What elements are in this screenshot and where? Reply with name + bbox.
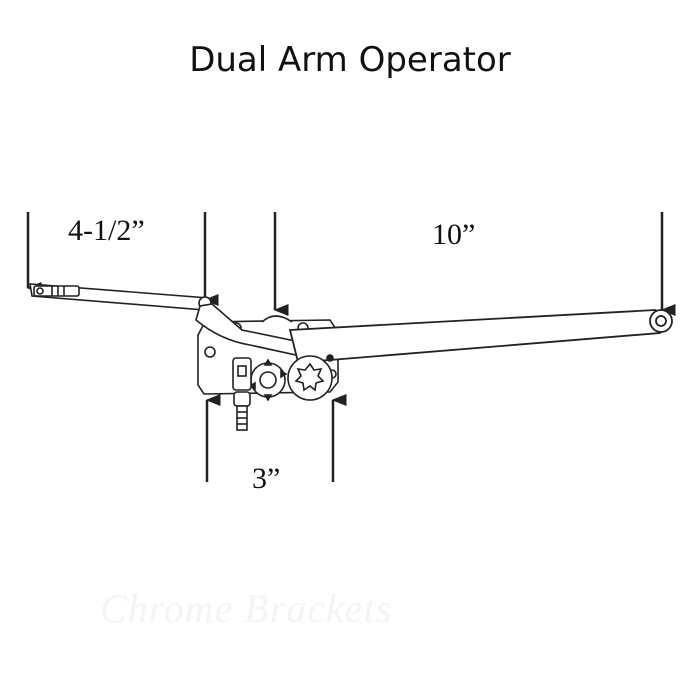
long-arm (288, 309, 673, 363)
short-arm (29, 283, 302, 356)
dimension-arrows-top (26, 212, 676, 316)
gear-large (287, 354, 334, 401)
short-arm-dimension: 4-1/2” (68, 214, 145, 247)
watermark-text: Chrome Brackets (100, 586, 393, 631)
diagram-title: Dual Arm Operator (189, 40, 511, 80)
gear-small (248, 358, 288, 402)
crank-spindle (232, 357, 252, 431)
base-width-dimension: 3” (252, 462, 281, 495)
dimension-arrows-bottom (205, 394, 347, 482)
long-arm-dimension: 10” (432, 218, 476, 251)
